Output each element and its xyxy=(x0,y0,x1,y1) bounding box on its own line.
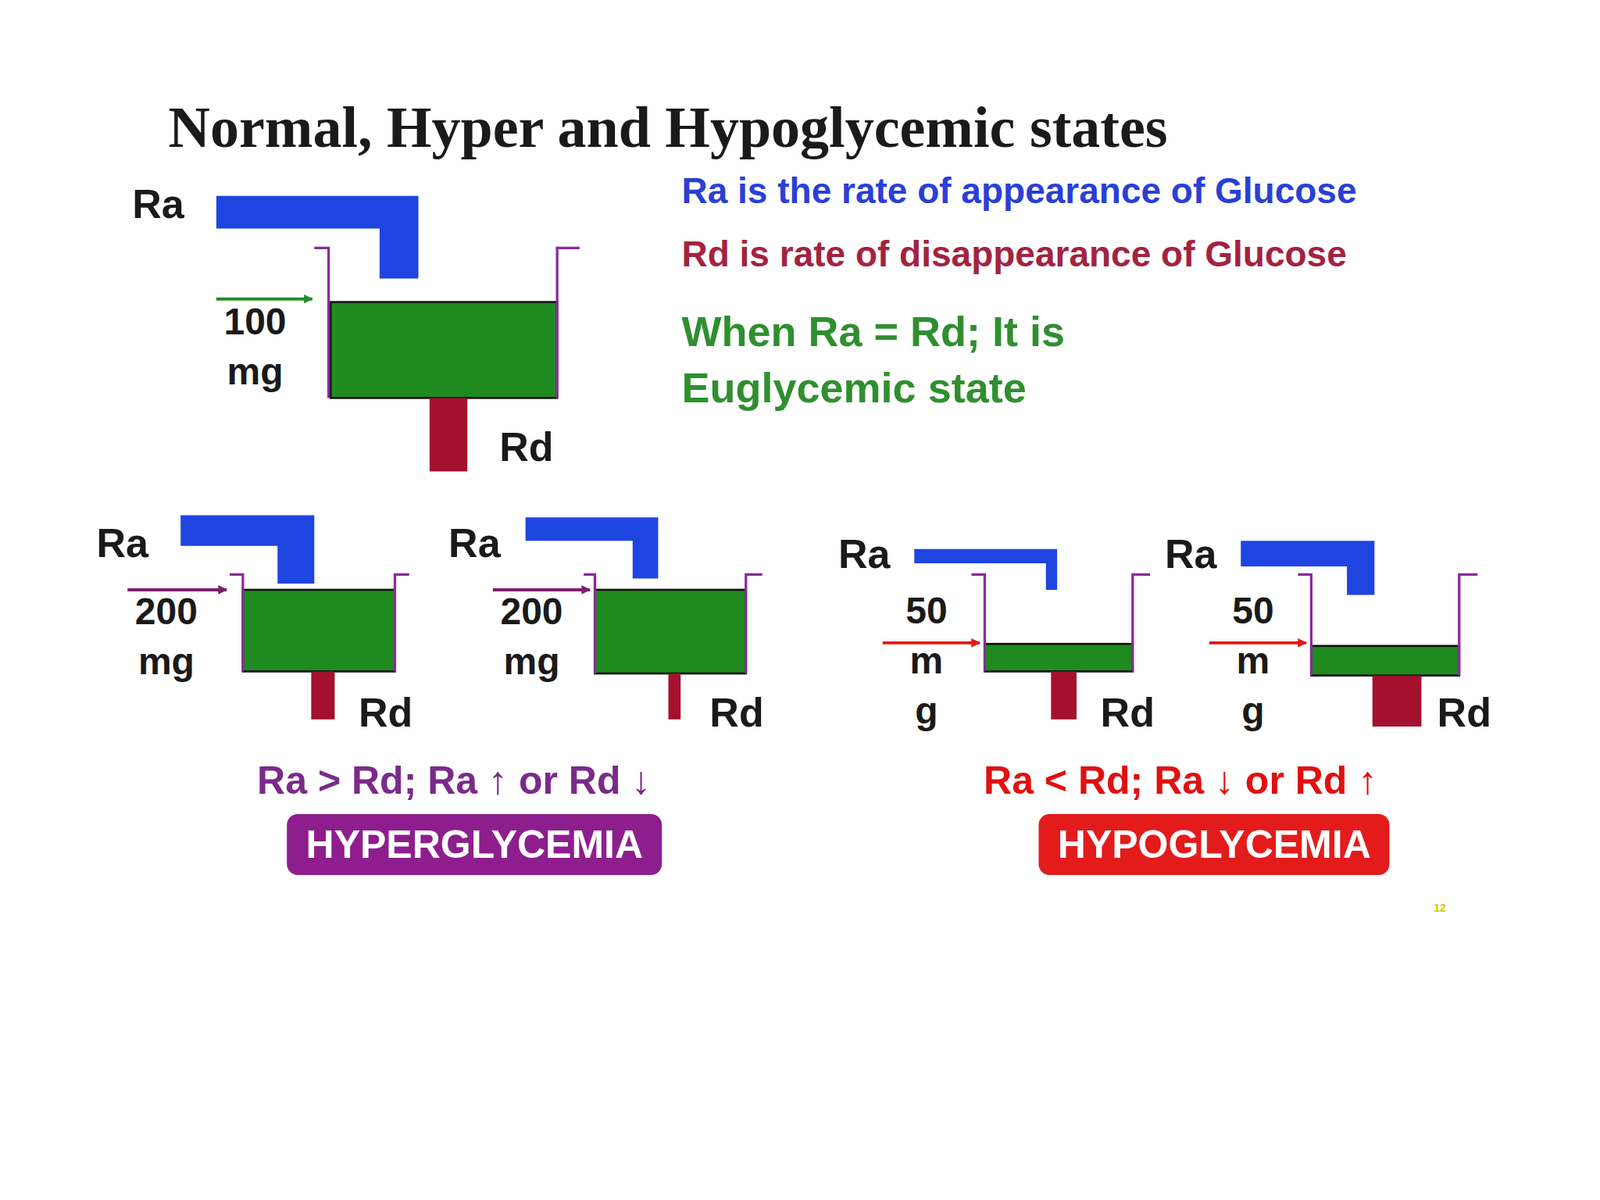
tank-wall xyxy=(1297,574,1311,675)
amount-label: 100 mg xyxy=(223,296,286,397)
tank-wall xyxy=(971,574,985,672)
rate-label: Ra xyxy=(448,519,500,567)
inflow-pipe xyxy=(216,196,419,279)
rate-label: Rd xyxy=(358,689,413,736)
glucose-pool xyxy=(1310,646,1459,676)
rate-label: Rd xyxy=(709,689,764,736)
rate-label: Rd xyxy=(1437,689,1492,736)
tank-wall xyxy=(394,574,409,672)
tank-wall xyxy=(557,247,580,398)
state-badge: HYPOGLYCEMIA xyxy=(1039,814,1390,875)
amount-label: 50 m g xyxy=(905,585,947,736)
normal-tank xyxy=(216,196,580,472)
condition-text: Ra > Rd; Ra ↑ or Rd ↓ xyxy=(257,757,651,804)
rate-label: Ra xyxy=(132,180,184,228)
rate-label: Rd xyxy=(1100,689,1155,736)
outflow-drain xyxy=(668,673,682,720)
glucose-pool xyxy=(330,302,558,399)
tank-wall xyxy=(229,574,243,672)
badge-text: HYPERGLYCEMIA xyxy=(306,821,644,868)
hyper-tank xyxy=(127,515,409,720)
condition-text: Ra < Rd; Ra ↓ or Rd ↑ xyxy=(983,757,1378,804)
tank-wall xyxy=(746,574,763,674)
state-note: When Ra = Rd; It is Euglycemic state xyxy=(681,303,1307,416)
tank-wall xyxy=(314,247,329,398)
state-badge: HYPERGLYCEMIA xyxy=(287,814,663,875)
glucose-pool xyxy=(984,643,1133,672)
amount-label: 200 mg xyxy=(500,586,563,687)
inflow-pipe xyxy=(180,515,315,585)
amount-label: 200 mg xyxy=(135,586,198,687)
badge-text: HYPOGLYCEMIA xyxy=(1057,821,1372,868)
amount-label: 50 m g xyxy=(1232,585,1274,736)
definition-text: Rd is rate of disappearance of Glucose xyxy=(681,232,1347,275)
amount-arrow xyxy=(216,297,313,301)
tank-wall xyxy=(1459,574,1479,675)
glucose-pool xyxy=(594,589,746,674)
diagram-title: Normal, Hyper and Hypoglycemic states xyxy=(168,94,1168,161)
rate-label: Ra xyxy=(96,519,148,567)
inflow-pipe xyxy=(1240,540,1375,595)
definition-text: Ra is the rate of appearance of Glucose xyxy=(681,169,1357,212)
hyper-tank xyxy=(492,517,763,720)
outflow-drain xyxy=(310,671,335,719)
rate-label: Rd xyxy=(499,423,554,471)
outflow-drain xyxy=(429,397,468,472)
tank-wall xyxy=(1132,574,1150,672)
glucose-pool xyxy=(242,589,396,672)
outflow-drain xyxy=(1372,675,1422,727)
rate-label: Ra xyxy=(1164,530,1217,578)
page-number: 12 xyxy=(1433,901,1447,915)
inflow-pipe xyxy=(525,517,659,579)
rate-label: Ra xyxy=(838,530,890,578)
outflow-drain xyxy=(1050,671,1077,719)
